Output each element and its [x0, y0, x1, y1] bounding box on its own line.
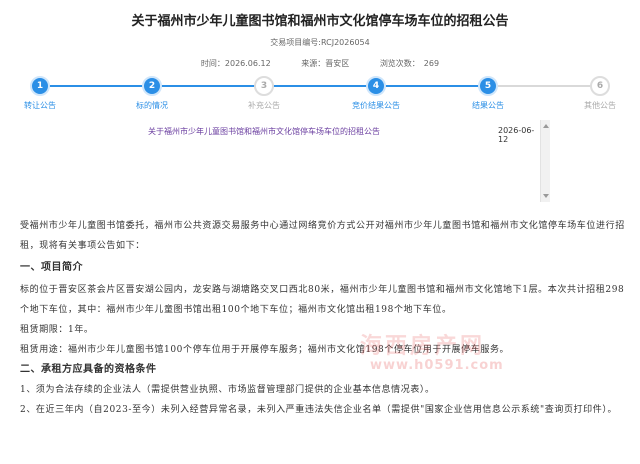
announcement-link[interactable]: 关于福州市少年儿童图书馆和福州市文化馆停车场车位的招租公告 — [148, 127, 380, 136]
step-connector — [376, 85, 488, 87]
step-connector — [264, 85, 376, 87]
section-heading: 一、项目简介 — [20, 262, 83, 273]
step-label: 结果公告 — [472, 101, 504, 110]
article-content: 受福州市少年儿童图书馆委托，福州市公共资源交易服务中心通过网络竞价方式公开对福州… — [20, 216, 632, 420]
step-circle: 1 — [30, 76, 50, 96]
step-connector — [152, 85, 264, 87]
step-label: 竞价结果公告 — [352, 101, 400, 110]
meta-info: 时间：2026.06.12 来源：晋安区 浏览次数： 269 — [0, 58, 640, 69]
step-connector — [488, 85, 600, 87]
step-label: 其他公告 — [584, 101, 616, 110]
page-title: 关于福州市少年儿童图书馆和福州市文化馆停车场车位的招租公告 — [131, 14, 509, 29]
step-1[interactable]: 1 转让公告 — [0, 76, 80, 111]
publish-time: 时间：2026.06.12 — [200, 59, 271, 68]
scroll-up-icon[interactable] — [543, 124, 549, 128]
step-4[interactable]: 4 竞价结果公告 — [336, 76, 416, 111]
view-count: 浏览次数： 269 — [379, 59, 440, 68]
announcement-list: 关于福州市少年儿童图书馆和福州市文化馆停车场车位的招租公告 2026-06-12 — [140, 120, 550, 202]
step-5[interactable]: 5 结果公告 — [448, 76, 528, 111]
step-label: 补充公告 — [248, 101, 280, 110]
step-circle: 3 — [254, 76, 274, 96]
paragraph: 1、须为合法存续的企业法人（需提供营业执照、市场监督管理部门提供的企业基本信息情… — [20, 385, 435, 395]
step-6[interactable]: 6 其他公告 — [560, 76, 640, 111]
paragraph: 租赁用途：福州市少年儿童图书馆100个停车位用于开展停车服务；福州市文化馆198… — [20, 345, 510, 355]
step-label: 标的情况 — [136, 101, 168, 110]
step-circle: 2 — [142, 76, 162, 96]
step-circle: 6 — [590, 76, 610, 96]
step-circle: 5 — [478, 76, 498, 96]
step-circle: 4 — [366, 76, 386, 96]
project-number: 交易项目编号:RCJ2026054 — [270, 38, 370, 47]
intro-paragraph: 受福州市少年儿童图书馆委托，福州市公共资源交易服务中心通过网络竞价方式公开对福州… — [20, 221, 625, 251]
step-2[interactable]: 2 标的情况 — [112, 76, 192, 111]
step-label: 转让公告 — [24, 101, 56, 110]
scrollbar[interactable] — [540, 120, 550, 202]
paragraph: 2、在近三年内（自2023-至今）未列入经营异常名录，未列入严重违法失信企业名单… — [20, 405, 618, 415]
progress-steps: 1 转让公告 2 标的情况 3 补充公告 4 竞价结果公告 5 结果公告 6 其… — [24, 76, 616, 112]
source: 来源：晋安区 — [301, 59, 350, 68]
step-connector — [40, 85, 152, 87]
scroll-down-icon[interactable] — [543, 194, 549, 198]
step-3[interactable]: 3 补充公告 — [224, 76, 304, 111]
section-heading: 二、承租方应具备的资格条件 — [20, 364, 157, 375]
paragraph: 租赁期限：1年。 — [20, 325, 94, 335]
paragraph: 标的位于晋安区茶会片区晋安湖公园内，龙安路与湖塘路交叉口西北80米，福州市少年儿… — [20, 285, 625, 315]
announcement-date: 2026-06-12 — [498, 126, 535, 144]
